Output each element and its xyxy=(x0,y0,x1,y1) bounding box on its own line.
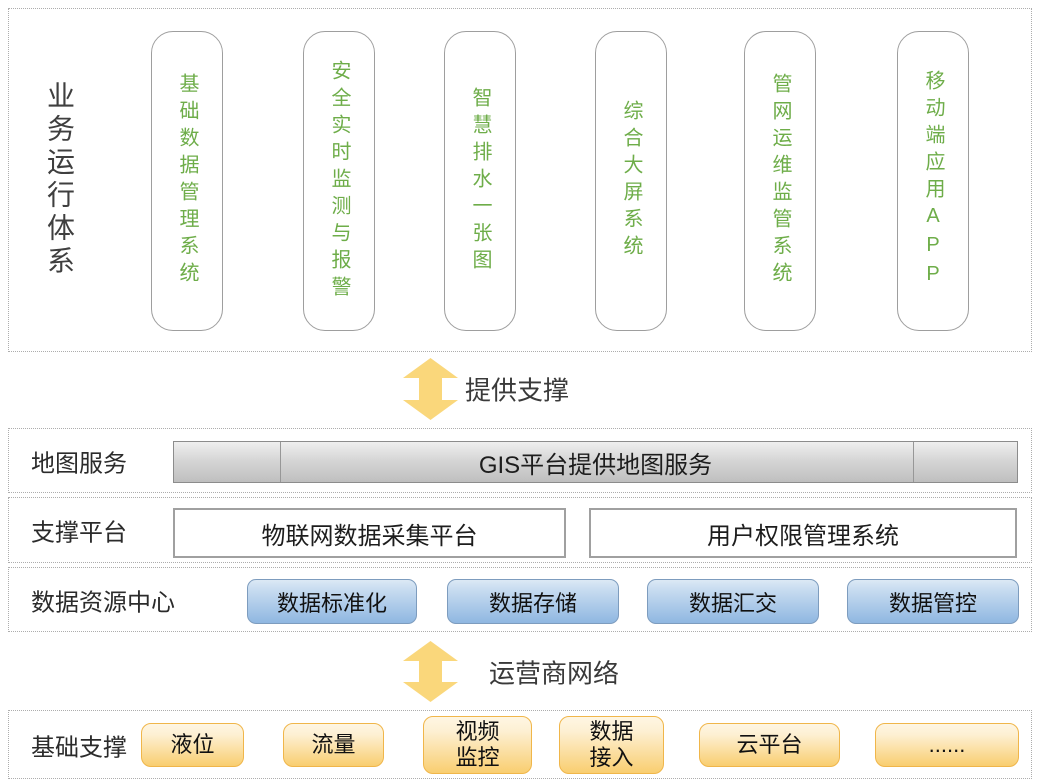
pill-label: 安全实时监测与报警 xyxy=(328,59,350,303)
carrier-network-arrow-group: 运营商网络 xyxy=(403,641,703,702)
pill-label: 移动端应用APP xyxy=(922,70,944,292)
box-label: ...... xyxy=(928,732,966,757)
pill-label: 管网运维监管系统 xyxy=(769,73,791,289)
box-label: 云平台 xyxy=(736,732,803,757)
pill-pipeline-ops-supervision-system: 管网运维监管系统 xyxy=(744,31,816,331)
gis-platform-bar: GIS平台提供地图服务 xyxy=(173,441,1018,483)
box-label: 用户权限管理系统 xyxy=(707,522,899,550)
pill-comprehensive-dashboard-system: 综合大屏系统 xyxy=(595,31,667,331)
box-label: 液位 xyxy=(170,732,215,757)
box-iot-data-collection-platform: 物联网数据采集平台 xyxy=(173,508,566,558)
carrier-network-label: 运营商网络 xyxy=(489,658,620,688)
pill-basic-data-management-system: 基础数据管理系统 xyxy=(151,31,223,331)
box-data-standardization: 数据标准化 xyxy=(247,579,417,624)
bar-divider xyxy=(913,442,914,482)
pill-label: 综合大屏系统 xyxy=(620,100,642,262)
support-platform-row: 支撑平台 物联网数据采集平台 用户权限管理系统 xyxy=(8,497,1032,563)
box-label: 数据接入 xyxy=(589,719,634,770)
bar-divider xyxy=(280,442,281,482)
provide-support-arrow-group: 提供支撑 xyxy=(403,358,663,420)
basic-support-label: 基础支撑 xyxy=(31,734,127,761)
pill-safety-realtime-monitoring-alarm: 安全实时监测与报警 xyxy=(303,31,375,331)
basic-support-row: 基础支撑 液位 流量 视频监控 数据接入 云平台 ...... xyxy=(8,710,1032,779)
pill-mobile-app: 移动端应用APP xyxy=(897,31,969,331)
box-label: 数据存储 xyxy=(488,590,577,616)
box-label: 物联网数据采集平台 xyxy=(261,522,478,550)
pill-label: 基础数据管理系统 xyxy=(176,73,198,289)
box-data-access: 数据接入 xyxy=(559,716,664,774)
data-resource-center-label: 数据资源中心 xyxy=(31,589,175,616)
box-label: 视频监控 xyxy=(455,719,500,770)
support-platform-label: 支撑平台 xyxy=(31,519,127,547)
box-cloud-platform: 云平台 xyxy=(699,723,840,767)
box-liquid-level: 液位 xyxy=(141,723,244,767)
pill-label: 智慧排水一张图 xyxy=(469,86,491,276)
map-service-row: 地图服务 GIS平台提供地图服务 xyxy=(8,428,1032,493)
box-label: 数据管控 xyxy=(888,590,977,616)
provide-support-label: 提供支撑 xyxy=(465,375,570,406)
box-data-governance: 数据管控 xyxy=(847,579,1019,624)
double-arrow-icon xyxy=(403,641,458,702)
box-data-storage: 数据存储 xyxy=(447,579,619,624)
box-data-exchange: 数据汇交 xyxy=(647,579,819,624)
box-flow: 流量 xyxy=(283,723,384,767)
data-resource-center-row: 数据资源中心 数据标准化 数据存储 数据汇交 数据管控 xyxy=(8,567,1032,632)
box-label: 流量 xyxy=(311,732,356,757)
double-arrow-icon xyxy=(403,358,458,420)
map-service-label: 地图服务 xyxy=(31,450,127,477)
box-video-monitoring: 视频监控 xyxy=(423,716,532,774)
gis-bar-text: GIS平台提供地图服务 xyxy=(478,451,713,479)
box-user-permission-management-system: 用户权限管理系统 xyxy=(589,508,1017,558)
pill-smart-drainage-one-map: 智慧排水一张图 xyxy=(444,31,516,331)
business-operation-label: 业务运行体系 xyxy=(44,81,75,279)
box-ellipsis: ...... xyxy=(875,723,1019,767)
business-operation-section: 业务运行体系 基础数据管理系统 安全实时监测与报警 智慧排水一张图 综合大屏系统… xyxy=(8,8,1032,352)
box-label: 数据汇交 xyxy=(688,590,777,616)
box-label: 数据标准化 xyxy=(276,590,387,616)
